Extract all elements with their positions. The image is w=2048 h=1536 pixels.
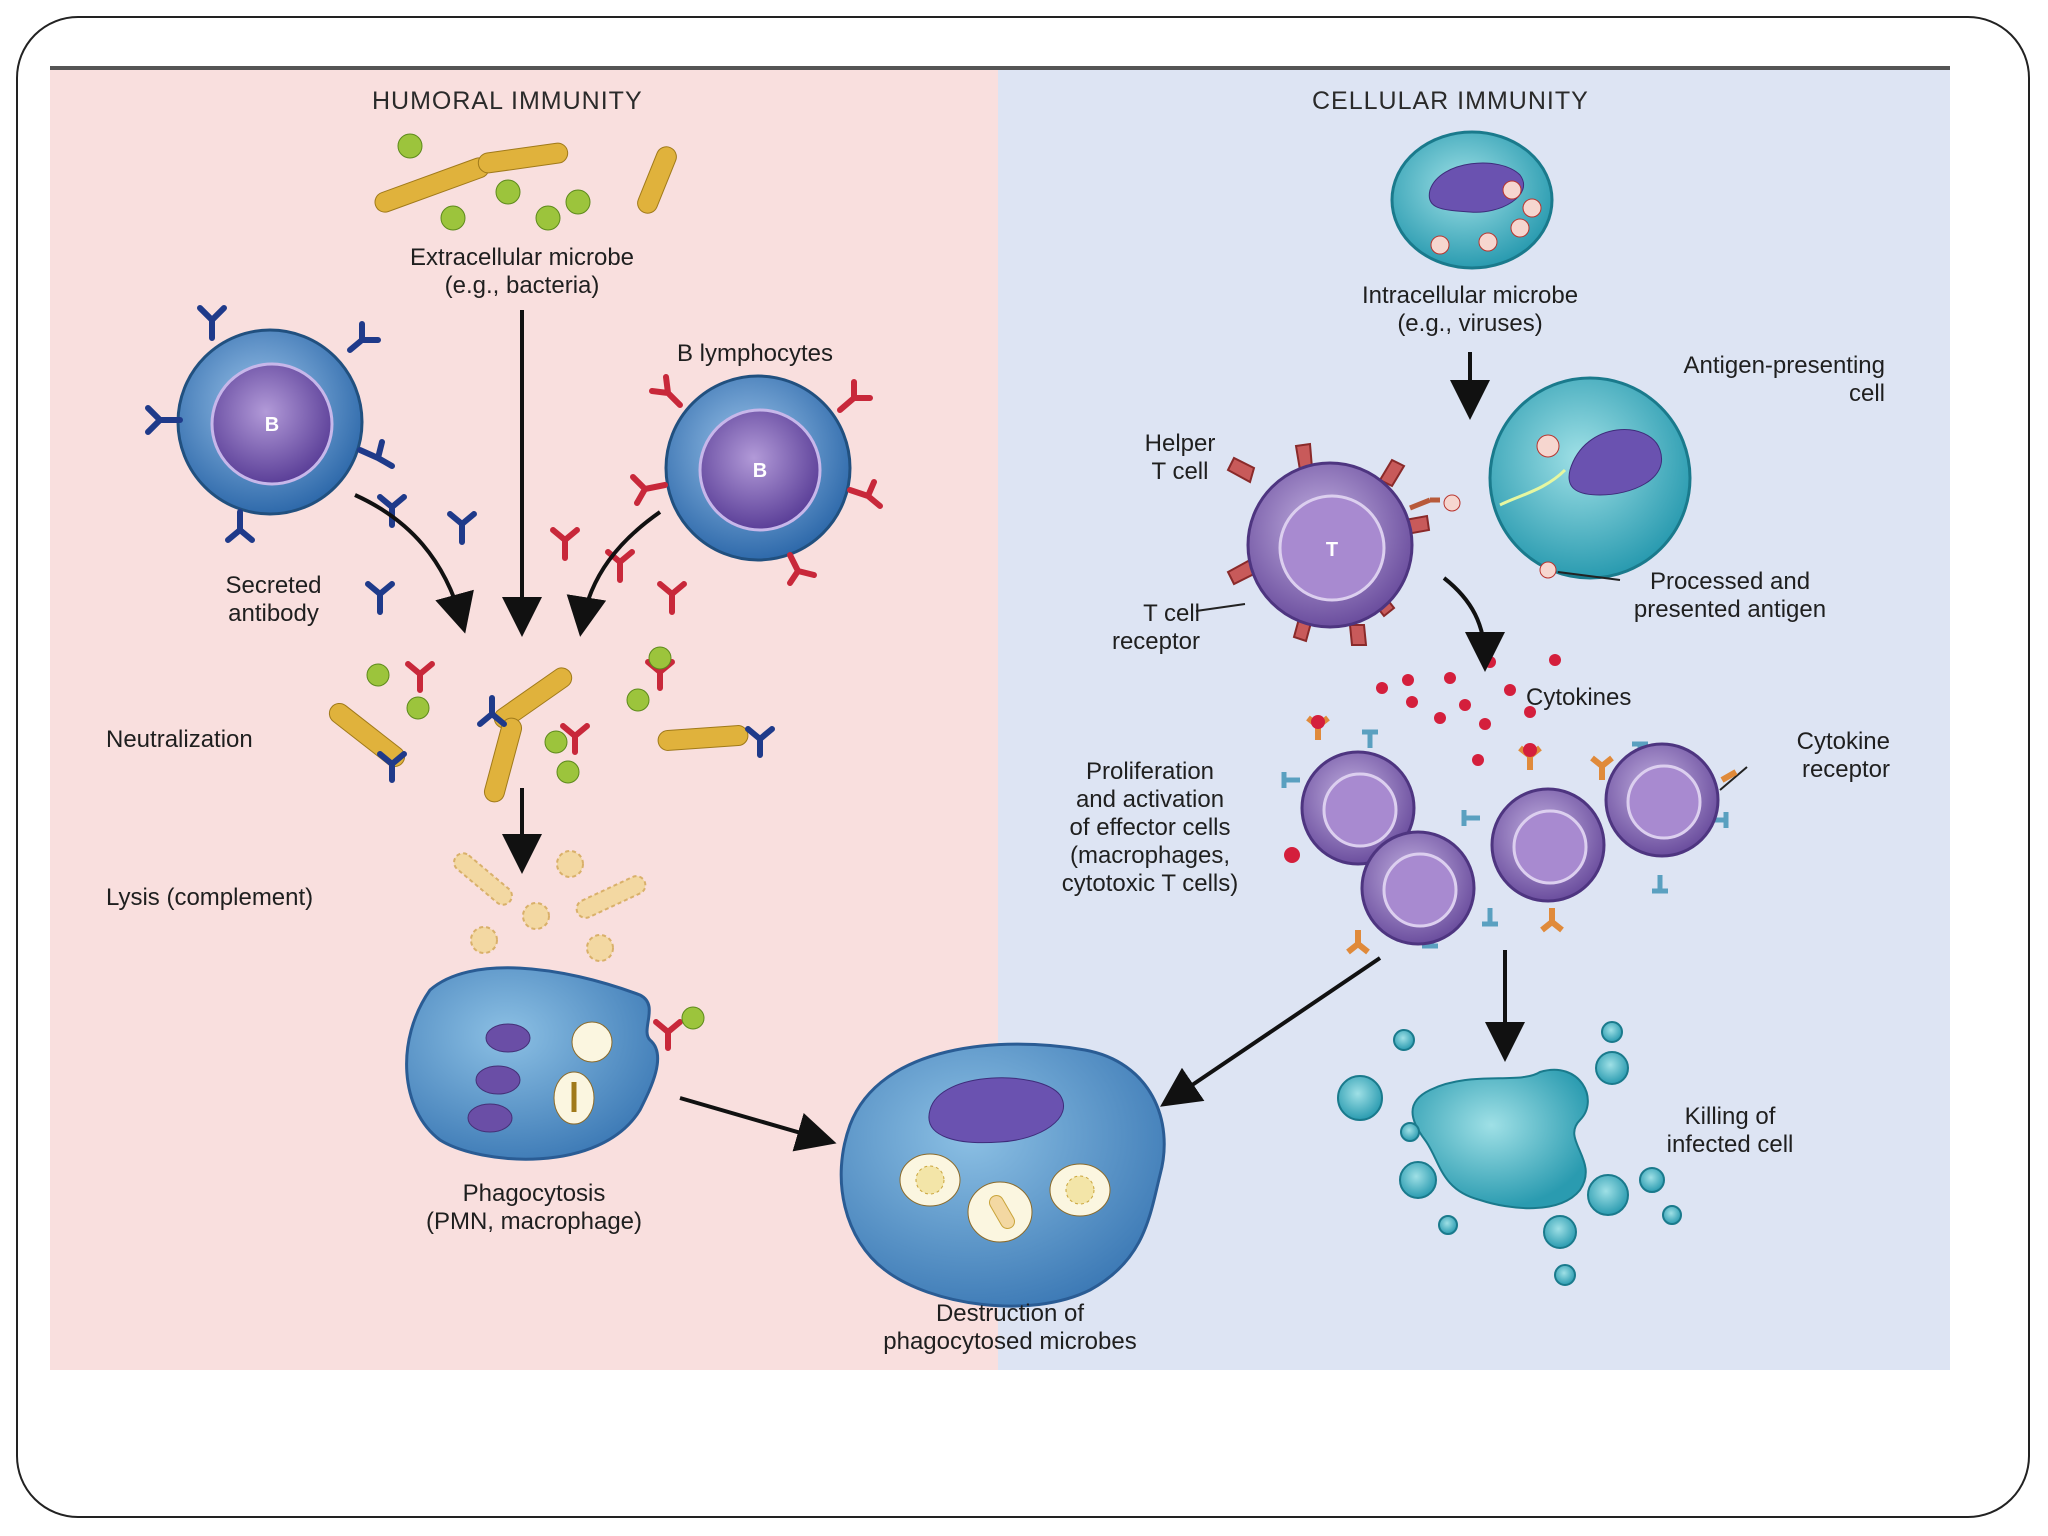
b-cell-right-label: B: [753, 460, 767, 482]
arrow-t-to-cytokines: [1442, 576, 1505, 672]
cytokine-receptor-label: Cytokine receptor: [1796, 728, 1890, 783]
secreted-antibodies: [365, 494, 687, 615]
processed-antigen-label: Processed and presented antigen: [1633, 568, 1827, 623]
arrow-effectors-to-destruction: [1160, 956, 1382, 1107]
cytokines-label: Cytokines: [1526, 684, 1632, 711]
helper-t-cell-label: Helper T cell: [1144, 430, 1216, 485]
antigen-presenting-cell-label: Antigen-presenting cell: [1683, 352, 1885, 407]
b-cell-left-label: B: [265, 414, 279, 436]
proliferation-label: Proliferation and activation of effector…: [1061, 758, 1239, 897]
cellular-immunity-title: CELLULAR IMMUNITY: [1312, 87, 1589, 115]
extracellular-microbe-illustration: [374, 133, 677, 231]
b-lymphocyte-left: [145, 305, 395, 543]
intracellular-microbe-label: Intracellular microbe (e.g., viruses): [1361, 282, 1579, 337]
humoral-arrows: [354, 310, 837, 1152]
intracellular-microbe-illustration: [1390, 130, 1554, 270]
effector-cells-illustration: [1281, 715, 1738, 955]
cellular-arrows: [1160, 352, 1525, 1107]
arrow-left-b-to-neutralization: [354, 493, 474, 634]
t-cell-receptor-label: T cell receptor: [1111, 600, 1200, 655]
killing-label: Killing of infected cell: [1666, 1103, 1794, 1158]
killed-infected-cell-illustration: [1337, 1021, 1682, 1286]
t-cell-letter: T: [1326, 539, 1338, 561]
phagocyte-illustration: [405, 966, 705, 1161]
antigen-presenting-cell-illustration: [1488, 376, 1692, 580]
destruction-phagocyte-illustration: [839, 1042, 1166, 1308]
extracellular-microbe-label: Extracellular microbe (e.g., bacteria): [409, 244, 635, 299]
lysis-label: Lysis (complement): [106, 884, 314, 911]
b-lymphocytes-label: B lymphocytes: [676, 340, 834, 367]
neutralization-illustration: [328, 646, 775, 803]
phagocytosis-label: Phagocytosis (PMN, macrophage): [425, 1180, 643, 1235]
arrow-phagocytosis-to-destruction: [679, 1096, 837, 1152]
lysis-fragments: [453, 850, 647, 962]
top-rule: [50, 66, 1950, 70]
secreted-antibody-label: Secreted antibody: [225, 572, 322, 627]
arrow-right-b-to-neutralization: [566, 510, 662, 637]
humoral-immunity-title: HUMORAL IMMUNITY: [372, 87, 643, 115]
b-lymphocyte-right: [630, 374, 883, 586]
helper-t-cell-illustration: [1226, 442, 1557, 646]
cytokine-dots: [1376, 654, 1561, 766]
neutralization-label: Neutralization: [106, 726, 253, 753]
destruction-label: Destruction of phagocytosed microbes: [883, 1300, 1137, 1355]
leader-lines: [1195, 571, 1748, 791]
